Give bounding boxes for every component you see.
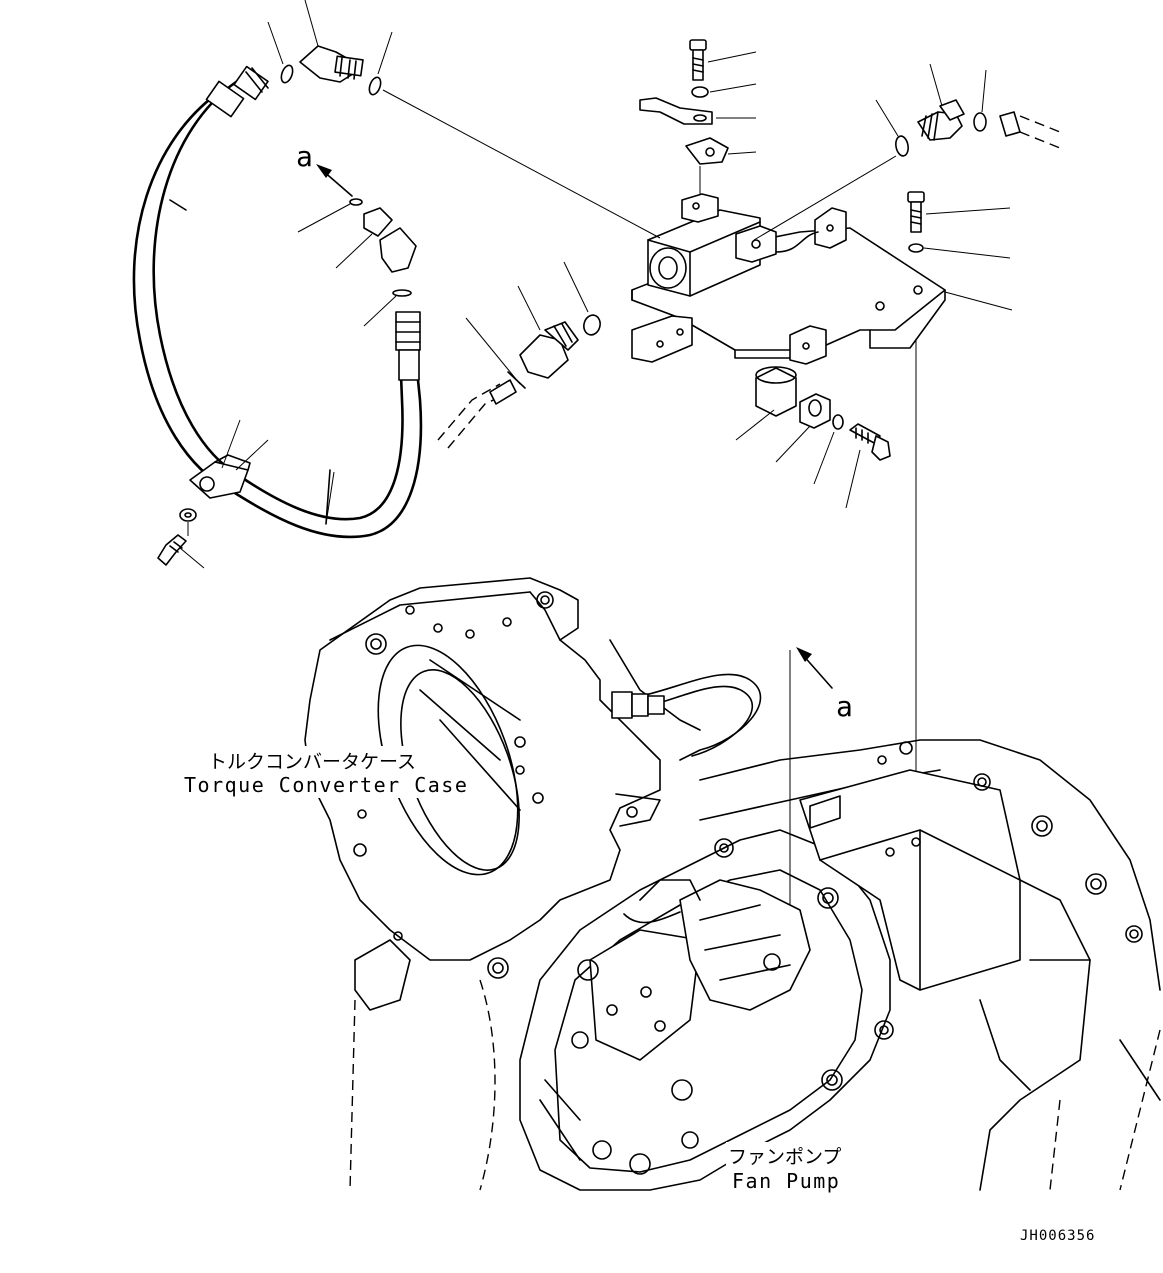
- mounting-bracket-plate: [631, 227, 946, 359]
- washer-bottom: [832, 414, 844, 430]
- bracket-block-mid: [735, 225, 777, 263]
- bolt-bottom: [849, 423, 891, 461]
- fan-pump-label-jp: ファンポンプ: [728, 1146, 841, 1168]
- washer-right: [908, 243, 924, 253]
- drawing-number: JH006356: [1020, 1228, 1095, 1244]
- bracket-block-front: [631, 315, 693, 363]
- flywheel-housing: [699, 739, 1161, 1191]
- fan-pump: [519, 829, 894, 1191]
- leader-lines: [179, 0, 1013, 960]
- o-ring-top-right: [368, 76, 382, 96]
- wire-harness-stub: [437, 379, 517, 449]
- wire-clip: [685, 137, 729, 165]
- fan-pump-label: ファンポンプ Fan Pump: [726, 1142, 842, 1193]
- hydraulic-hose: [132, 80, 423, 539]
- spacer-collar: [755, 366, 797, 417]
- elbow-fitting-top: [299, 45, 364, 83]
- harness-wire-on-bracket: [775, 231, 819, 253]
- view-arrow-a-upper: [316, 164, 353, 197]
- bracket-block-small: [789, 325, 827, 365]
- pressure-sensor: [519, 314, 601, 379]
- o-ring-right-b: [973, 112, 987, 132]
- elbow-fitting-mid: [349, 198, 417, 297]
- wire-terminal: [639, 97, 713, 125]
- hose-clamp: [189, 454, 251, 499]
- bolt-right: [907, 191, 925, 233]
- torque-converter-case-label-jp: トルクコンバータケース: [208, 751, 416, 773]
- harness-connector: [611, 673, 762, 761]
- view-marker-a-lower: a: [836, 690, 853, 723]
- view-marker-a-upper: a: [296, 140, 313, 173]
- hose-lower-end-fitting: [395, 311, 421, 381]
- elbow-fitting-right: [917, 99, 965, 141]
- washer-top: [691, 86, 709, 98]
- o-ring-top-left: [280, 64, 294, 84]
- torque-converter-case-label: トルクコンバータケース Torque Converter Case: [180, 746, 468, 798]
- bracket-block-top-right: [814, 207, 847, 249]
- torque-converter-case-label-en: Torque Converter Case: [184, 773, 468, 797]
- clamp-bolt-and-washer: [157, 508, 197, 566]
- o-ring-right-a: [895, 135, 909, 157]
- tube-end-right: [999, 111, 1061, 149]
- torque-converter-case: [304, 577, 701, 1191]
- bracket-block-top-left: [681, 193, 719, 223]
- bolt-top: [689, 39, 707, 81]
- view-arrow-a-lower: [796, 647, 833, 689]
- hose-upper-end-fitting: [205, 65, 269, 118]
- valve-block: [647, 209, 761, 297]
- fan-pump-label-en: Fan Pump: [732, 1169, 840, 1193]
- rubber-mount: [799, 393, 831, 429]
